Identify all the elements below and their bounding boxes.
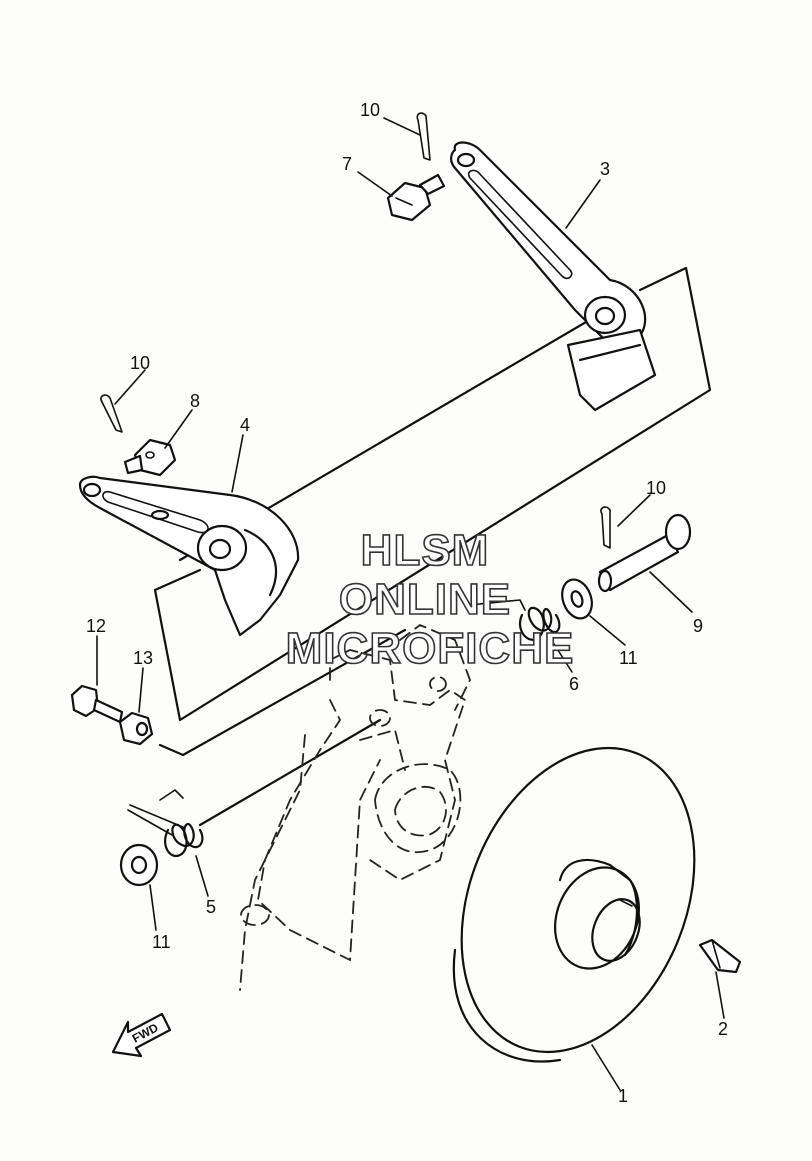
washer-part-11-right [561,578,593,620]
cam-disc-part-1 [452,746,696,1063]
callout-12: 12 [86,616,106,636]
watermark-line-2: ONLINE [339,575,511,624]
washer-part-11-left [119,843,159,887]
cotter-pin-part-10-right [600,506,611,549]
callout-11-right: 11 [619,648,638,668]
callout-2: 2 [718,1019,728,1039]
torsion-spring-part-6 [469,599,561,641]
key-part-2 [698,938,742,974]
upper-arm-part-3 [450,141,657,412]
pin-part-9 [597,513,692,593]
callout-1: 1 [618,1086,628,1106]
callout-6: 6 [569,674,579,694]
bolt-part-12 [70,684,124,724]
callout-10-left: 10 [130,353,150,373]
cotter-pin-part-10-left [100,394,123,433]
callout-5: 5 [206,897,216,917]
watermark-line-1: HLSM [361,526,490,575]
callout-11-left: 11 [152,932,171,952]
cotter-pin-part-10-top [416,112,431,161]
torsion-spring-part-5 [127,789,204,858]
callout-3: 3 [600,159,610,179]
callout-7: 7 [342,154,352,174]
watermark-line-3: MICROFICHE [286,624,575,673]
joint-part-7 [386,173,446,222]
callout-numbers: 1 2 3 4 5 6 7 8 9 10 10 10 11 11 12 13 [86,100,728,1106]
forward-direction-arrow: FWD [111,1012,172,1058]
callout-10-top: 10 [360,100,380,120]
callout-8: 8 [190,391,200,411]
callout-9: 9 [693,616,703,636]
callout-13: 13 [133,648,153,668]
nut-part-13 [118,711,154,746]
callout-10-right: 10 [646,478,666,498]
leader-lines [96,117,725,1091]
lower-arm-part-4 [78,475,300,637]
bracket-phantom [239,623,471,991]
watermark: HLSM ONLINE MICROFICHE [285,525,575,674]
callout-4: 4 [240,415,250,435]
